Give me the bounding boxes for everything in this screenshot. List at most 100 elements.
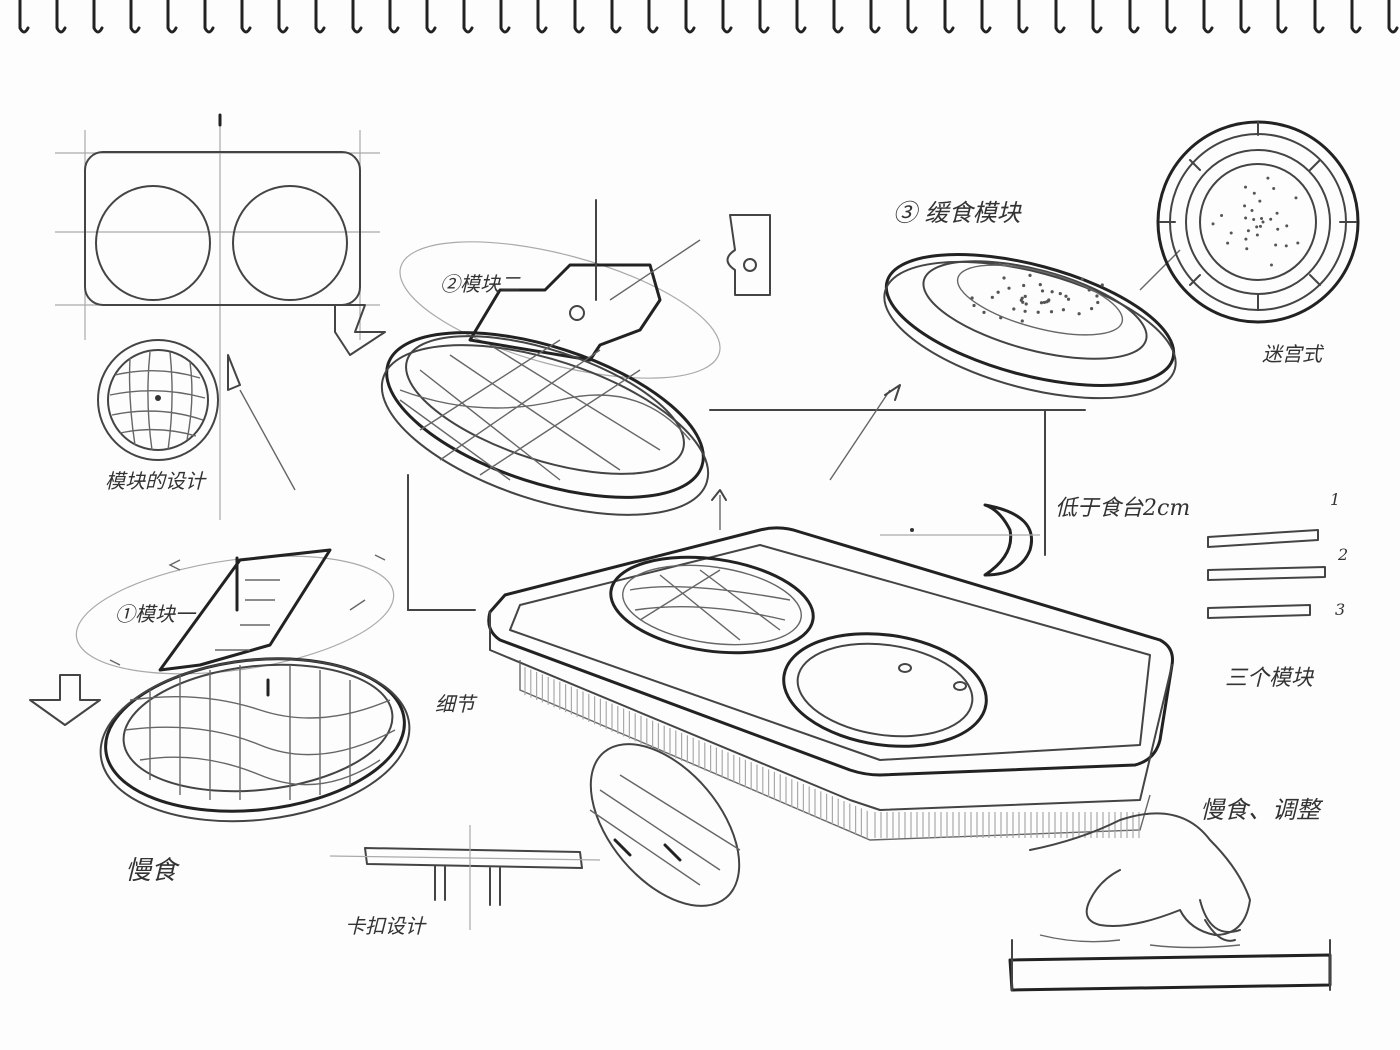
binding-ring (1387, 0, 1399, 34)
binding-ring (1350, 0, 1362, 34)
main-tray-sketch (487, 503, 1174, 841)
hole-dot (1023, 294, 1027, 298)
hole-dot (1039, 301, 1044, 305)
hole-dot (1285, 224, 1289, 228)
hole-dot (1260, 216, 1264, 220)
hole-dot (982, 310, 986, 314)
hole-dot (1040, 289, 1045, 293)
binding-ring (1017, 0, 1029, 34)
hole-dot (1050, 290, 1054, 294)
binding-ring (980, 0, 992, 34)
hole-dot (1061, 308, 1066, 312)
binding-ring (18, 0, 30, 34)
hole-dot (1275, 211, 1279, 215)
binding-ring (610, 0, 622, 34)
hole-dot (1244, 216, 1248, 220)
hole-dot (1058, 291, 1062, 296)
hole-dot (1250, 208, 1254, 212)
binding-ring (1202, 0, 1214, 34)
hole-dot (1284, 244, 1288, 248)
label-num-2: 2 (1338, 545, 1349, 564)
label-slow-adjust: 慢食、调整 (1200, 796, 1320, 824)
label-three-modules: 三个模块 (1225, 666, 1314, 691)
hole-dot (1252, 191, 1256, 195)
binding-ring (869, 0, 881, 34)
label-module-one: ①模块一 (115, 602, 195, 626)
module-detail-circle (97, 339, 296, 491)
hole-dot (1020, 319, 1024, 323)
hole-dot (1261, 220, 1265, 224)
label-maze: 迷宫式 (1262, 342, 1322, 366)
binding-ring (203, 0, 215, 34)
label-detail: 细节 (435, 692, 475, 716)
hole-dot (1066, 297, 1071, 301)
hole-dot (990, 295, 994, 299)
hole-dot (1229, 231, 1233, 235)
hole-dot (1294, 196, 1298, 200)
label-num-1: 1 (1330, 490, 1341, 509)
binding-ring (388, 0, 400, 34)
binding-ring (240, 0, 252, 34)
hole-dot (1258, 224, 1262, 228)
hole-dot (1243, 204, 1247, 208)
hole-dot (1036, 310, 1040, 314)
label-module-three: ③ 缓食模块 (893, 199, 1021, 227)
binding-ring (906, 0, 918, 34)
hole-dot (1252, 217, 1256, 221)
arrow-down-icon (334, 304, 386, 356)
hole-dot (1055, 274, 1059, 278)
binding-ring (1239, 0, 1251, 34)
hole-dot (1269, 217, 1273, 221)
hole-dot (1272, 186, 1276, 190)
maze-holes (1211, 176, 1300, 267)
dog-eating-sketch (1008, 812, 1332, 992)
hole-dot (1276, 227, 1280, 231)
binding-ring (1128, 0, 1140, 34)
arrow-down-icon (29, 674, 101, 726)
hole-dot (1255, 225, 1259, 229)
hole-dot (1266, 176, 1270, 180)
module-three-sketch (829, 249, 1181, 481)
hole-dot (1100, 283, 1104, 287)
hole-dot (1064, 294, 1068, 298)
binding-ring (129, 0, 141, 34)
binding-ring (1313, 0, 1325, 34)
hole-dot (1246, 229, 1250, 233)
hole-dot (1028, 273, 1032, 277)
hole-dot (1022, 283, 1026, 288)
module-height-bars (1207, 529, 1326, 619)
binding-ring (92, 0, 104, 34)
binding-ring (351, 0, 363, 34)
binding-ring (499, 0, 511, 34)
clip-piece-icon (726, 214, 771, 296)
label-lower-than-table: 低于食台2cm (1055, 496, 1191, 521)
label-num-3: 3 (1335, 600, 1346, 619)
hole-dot (1255, 233, 1259, 237)
binding-ring (684, 0, 696, 34)
binding-ring (536, 0, 548, 34)
hole-dot (999, 316, 1003, 320)
binding-ring (55, 0, 67, 34)
hole-dot (1042, 300, 1046, 305)
hole-dot (1269, 263, 1273, 267)
binding-ring (314, 0, 326, 34)
binding-ring (573, 0, 585, 34)
spiral-binding (18, 0, 1399, 34)
hole-dot (1007, 286, 1011, 290)
hole-dot (1245, 247, 1249, 251)
hole-dot (1020, 296, 1024, 300)
hole-dot (1038, 283, 1042, 287)
label-module-design: 模块的设计 (105, 469, 205, 493)
top-view-sketch (55, 113, 386, 520)
binding-ring (795, 0, 807, 34)
label-slow-food: 慢食 (125, 856, 178, 886)
binding-ring (758, 0, 770, 34)
hole-dot (1012, 307, 1016, 311)
hole-dot (1002, 276, 1006, 280)
hole-dot (996, 290, 1000, 294)
binding-ring (1276, 0, 1288, 34)
module-one-sketch (29, 548, 411, 823)
hole-dot (1244, 185, 1248, 189)
